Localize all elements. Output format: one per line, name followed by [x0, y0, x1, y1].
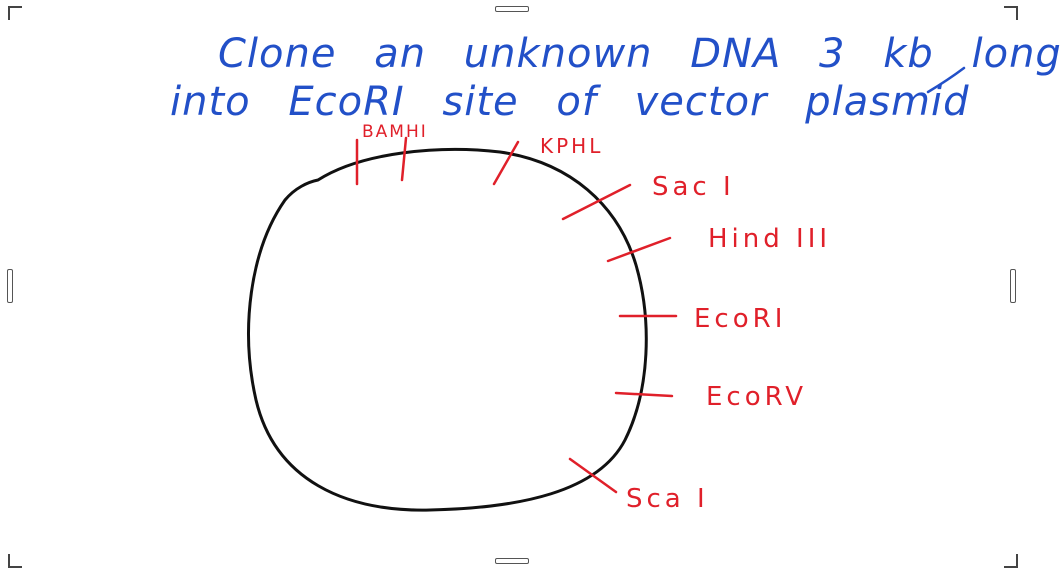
- frame-corner-bottom-right: [1004, 554, 1018, 568]
- frame-corner-top-left: [8, 6, 22, 20]
- site-tick-scai: [568, 457, 618, 494]
- title-line-1: Clone an unknown DNA 3 kb long: [218, 31, 1062, 77]
- site-label-saci: Sac I: [652, 172, 735, 202]
- site-label-kphl: KPHL: [540, 134, 604, 158]
- site-tick-saci: [561, 183, 632, 221]
- site-tick-kphl: [492, 140, 520, 186]
- resize-handle-left[interactable]: [7, 269, 13, 303]
- title-line-2: into EcoRI site of vector plasmid: [170, 79, 970, 125]
- whiteboard-canvas: Clone an unknown DNA 3 kb long into EcoR…: [7, 6, 1061, 568]
- resize-handle-right[interactable]: [1010, 269, 1016, 303]
- title-flourish: [926, 66, 966, 94]
- site-label-hindiii: Hind III: [708, 224, 832, 254]
- site-tick-hindiii: [606, 236, 672, 263]
- resize-handle-bottom[interactable]: [495, 558, 529, 564]
- site-tick-bamhi-b: [400, 136, 408, 182]
- plasmid-circle: [247, 147, 648, 512]
- site-label-bamhi: BAMHI: [362, 122, 428, 142]
- site-label-scai: Sca I: [626, 484, 709, 514]
- resize-handle-top[interactable]: [495, 6, 529, 12]
- frame-corner-bottom-left: [8, 554, 22, 568]
- site-label-ecorv: EcoRV: [706, 382, 808, 412]
- plasmid-diagram: [247, 66, 966, 512]
- site-tick-ecorv: [614, 391, 674, 398]
- frame-corner-top-right: [1004, 6, 1018, 20]
- site-label-ecori: EcoRI: [694, 304, 787, 334]
